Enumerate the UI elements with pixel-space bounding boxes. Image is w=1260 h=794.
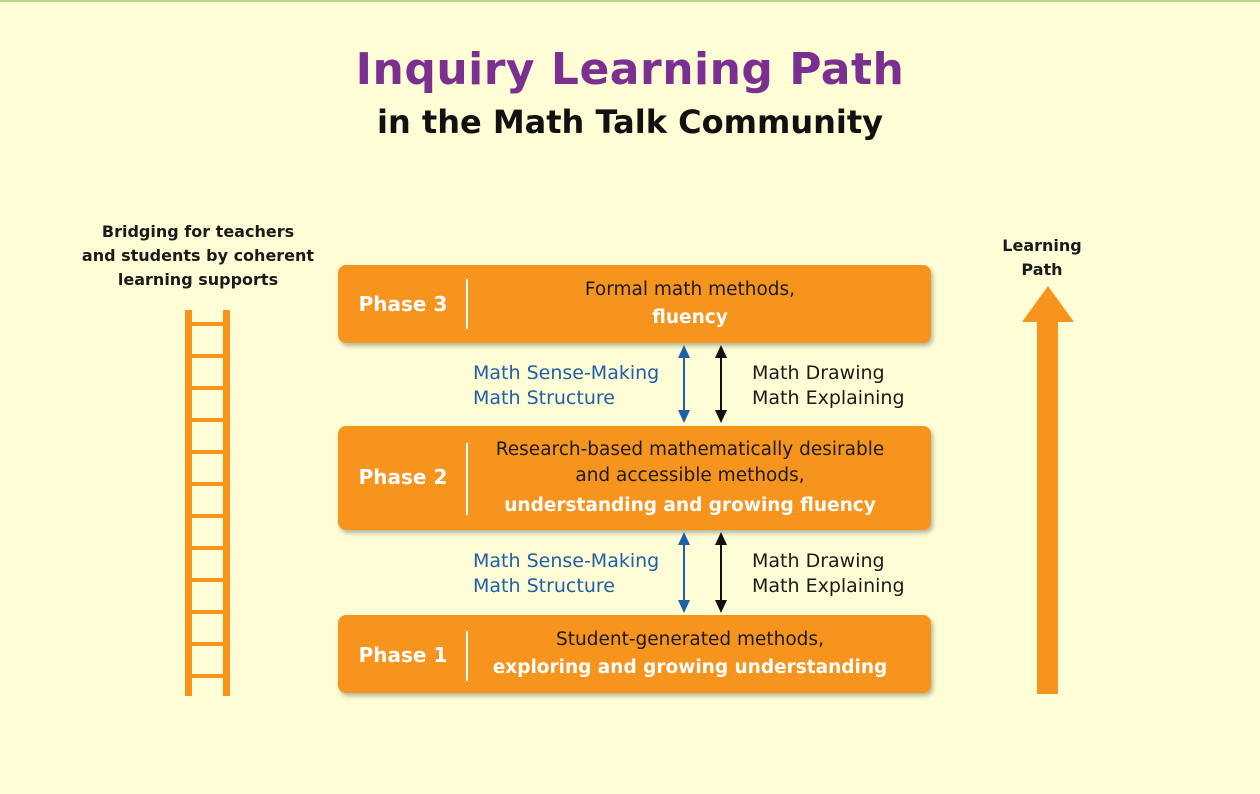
ladder-caption-line-2: and students by coherent [81,246,315,265]
phase-2-label: Phase 2 [358,465,448,489]
ladder-icon [185,310,230,696]
ladder-rung [192,546,223,550]
page-subtitle: in the Math Talk Community [377,103,883,141]
connector-1-black-line-2: Math Explaining [752,387,905,409]
phase-3-box: Phase 3 Formal math methods, fluency [338,265,931,343]
ladder-rung [192,482,223,486]
connector-1-black-labels: Math Drawing Math Explaining [752,361,905,411]
connector-2-blue-arrow-icon [678,532,690,613]
phase-1-label: Phase 1 [358,643,448,667]
phase-2-divider [466,443,468,515]
learning-path-caption: Learning Path [992,234,1092,282]
ladder-caption-line-1: Bridging for teachers [101,222,295,241]
phase-3-label: Phase 3 [358,292,448,316]
ladder-rung [192,450,223,454]
phase-1-line-1: Student-generated methods, [556,629,824,650]
phase-2-box: Phase 2 Research-based mathematically de… [338,426,931,530]
ladder-rung [192,674,223,678]
ladder-rung [192,418,223,422]
connector-2-black-labels: Math Drawing Math Explaining [752,549,905,599]
connector-2-black-line-2: Math Explaining [752,575,905,597]
connector-2-black-line-1: Math Drawing [752,550,885,572]
connector-1-blue-line-1: Math Sense-Making [473,362,660,384]
phase-3-text: Formal math methods, fluency [470,277,910,331]
phase-3-highlight: fluency [652,307,728,328]
connector-2-blue-labels: Math Sense-Making Math Structure [473,549,659,599]
phase-3-line-1: Formal math methods, [584,279,796,300]
ladder-rung [192,386,223,390]
phase-3-divider [466,279,468,329]
phase-2-highlight: understanding and growing fluency [504,495,876,516]
phase-1-box: Phase 1 Student-generated methods, explo… [338,615,931,693]
phase-2-line-2: and accessible methods, [575,465,805,486]
top-border [0,0,1260,2]
learning-path-caption-line-1: Learning [1002,236,1082,255]
phase-2-line-1: Research-based mathematically desirable [495,439,885,460]
connector-1-blue-line-2: Math Structure [473,387,615,409]
phase-1-divider [466,631,468,681]
ladder-rung [192,610,223,614]
ladder-rung [192,322,223,326]
ladder-rung [192,354,223,358]
phase-2-text: Research-based mathematically desirable … [470,437,910,519]
ladder-rung [192,578,223,582]
connector-2-black-arrow-icon [715,532,727,613]
ladder-caption-line-3: learning supports [117,270,279,289]
ladder-caption: Bridging for teachers and students by co… [78,220,318,292]
ladder-rung [192,642,223,646]
connector-2-blue-line-1: Math Sense-Making [473,550,660,572]
connector-1-black-arrow-icon [715,345,727,423]
up-arrow-icon [1022,286,1074,694]
connector-2-blue-line-2: Math Structure [473,575,615,597]
learning-path-caption-line-2: Path [1021,260,1063,279]
page-title: Inquiry Learning Path [355,44,905,95]
phase-1-highlight: exploring and growing understanding [492,657,888,678]
connector-1-blue-labels: Math Sense-Making Math Structure [473,361,659,411]
connector-1-black-line-1: Math Drawing [752,362,885,384]
phase-1-text: Student-generated methods, exploring and… [470,627,910,681]
connector-1-blue-arrow-icon [678,345,690,423]
ladder-rung [192,514,223,518]
